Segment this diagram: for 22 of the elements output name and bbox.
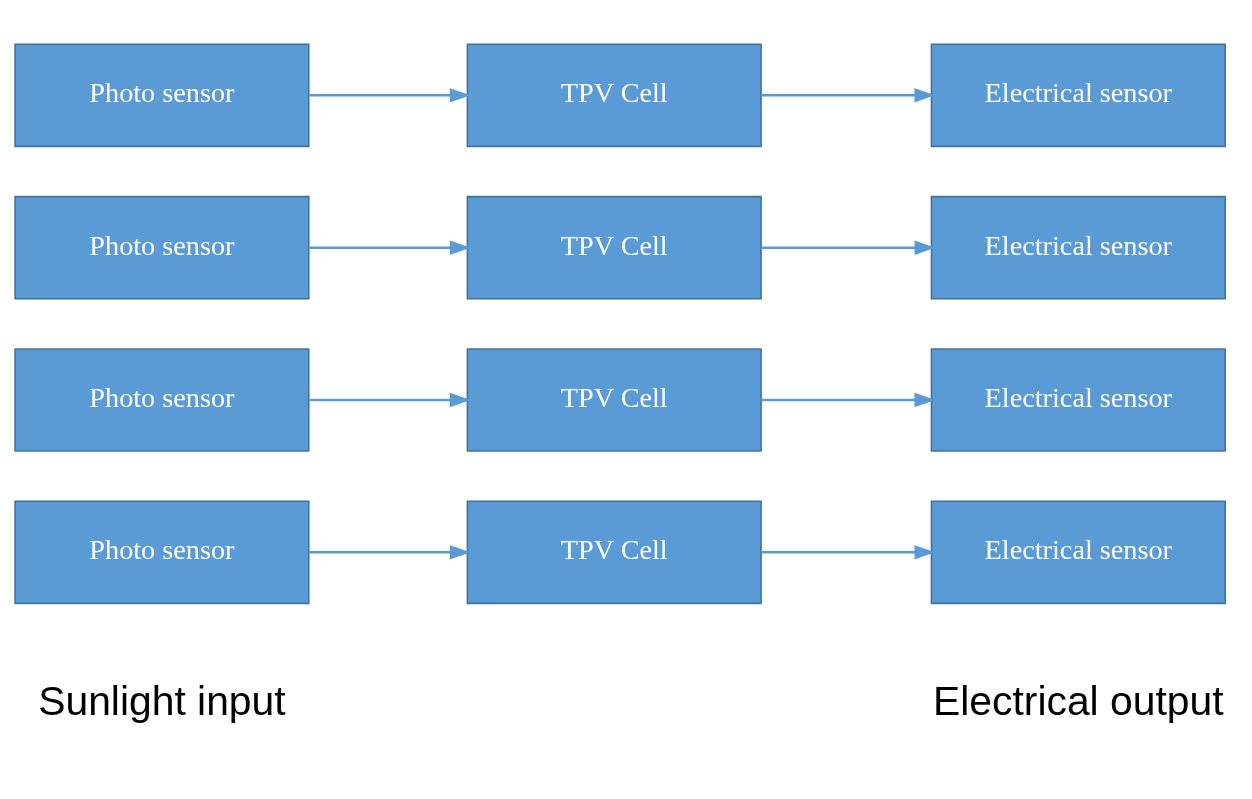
node-box: TPV Cell [466, 195, 762, 299]
node-box: Photo sensor [14, 500, 310, 604]
node-box: Photo sensor [14, 195, 310, 299]
node-box: Electrical sensor [930, 43, 1226, 147]
node-box: Electrical sensor [930, 195, 1226, 299]
arrow [309, 239, 471, 255]
node-box: Photo sensor [14, 43, 310, 147]
arrow [761, 87, 936, 103]
node-box: Photo sensor [14, 347, 310, 452]
arrow [761, 239, 936, 255]
label: Sunlight input [38, 677, 286, 724]
label: Electrical output [933, 677, 1224, 724]
node-box: Electrical sensor [930, 347, 1226, 452]
arrow [309, 544, 471, 560]
node-box: TPV Cell [466, 500, 762, 604]
node-box: TPV Cell [466, 43, 762, 147]
arrow [761, 392, 936, 407]
arrow [309, 392, 471, 407]
arrow [309, 87, 471, 103]
node-box: TPV Cell [466, 347, 762, 452]
arrow [761, 544, 936, 560]
node-box: Electrical sensor [930, 500, 1226, 604]
